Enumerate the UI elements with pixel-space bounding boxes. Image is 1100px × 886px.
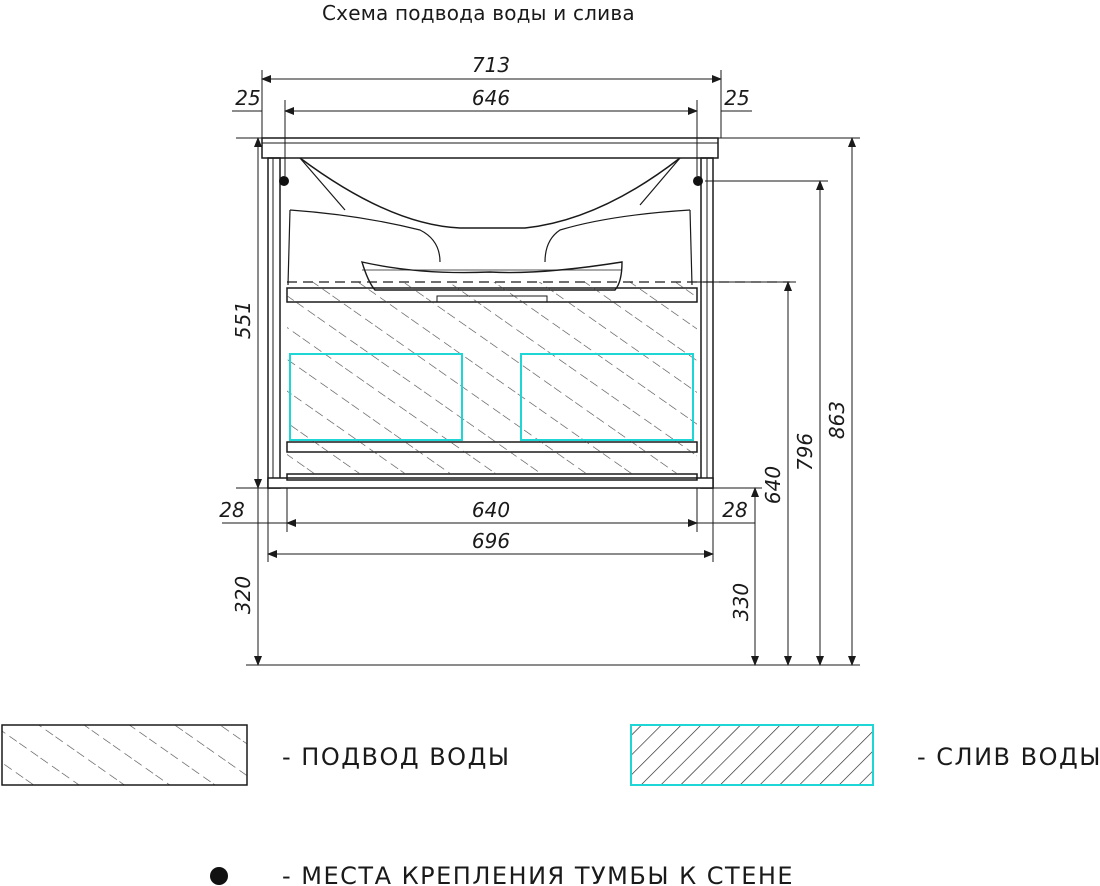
mount-point-icon bbox=[210, 867, 228, 885]
dim-top-left-offset: 25 bbox=[235, 86, 260, 110]
legend-drain-label: - СЛИВ ВОДЫ bbox=[917, 743, 1100, 771]
dim-bottom-inner-width: 640 bbox=[472, 498, 510, 522]
legend-water-supply-label: - ПОДВОД ВОДЫ bbox=[282, 743, 511, 771]
basin-bowl bbox=[299, 157, 681, 229]
basin-top bbox=[261, 137, 719, 159]
mount-point-left bbox=[279, 176, 289, 186]
drain-zones bbox=[289, 353, 694, 441]
legend: - ПОДВОД ВОДЫ - СЛИВ ВОДЫ - МЕСТА КРЕПЛЕ… bbox=[1, 724, 1100, 886]
diagram-title: Схема подвода воды и слива bbox=[322, 1, 635, 25]
water-supply-zone bbox=[287, 281, 790, 474]
mount-point-right bbox=[693, 176, 703, 186]
dim-total-height: 863 bbox=[825, 401, 849, 439]
drain-zone-left bbox=[289, 353, 463, 441]
legend-water-supply: - ПОДВОД ВОДЫ bbox=[1, 724, 511, 786]
dim-floor-left: 320 bbox=[231, 576, 255, 614]
dimension-labels: 713 646 25 25 640 28 28 696 551 320 640 … bbox=[219, 53, 849, 621]
drain-zone-right bbox=[520, 353, 694, 441]
dim-inner-top-width: 646 bbox=[472, 86, 510, 110]
dim-bottom-right-offset: 28 bbox=[722, 498, 747, 522]
legend-mount-points: - МЕСТА КРЕПЛЕНИЯ ТУМБЫ К СТЕНЕ bbox=[210, 862, 794, 886]
dim-drain-height: 330 bbox=[729, 583, 753, 621]
drain-swatch bbox=[630, 724, 874, 786]
legend-mount-points-label: - МЕСТА КРЕПЛЕНИЯ ТУМБЫ К СТЕНЕ bbox=[282, 862, 794, 886]
water-supply-swatch bbox=[1, 724, 248, 786]
dim-mount-height: 796 bbox=[793, 433, 817, 471]
dim-left-height: 551 bbox=[231, 301, 255, 339]
left-side-panel bbox=[267, 157, 281, 489]
dimension-lines bbox=[222, 70, 860, 666]
dim-water-supply-height: 640 bbox=[761, 466, 785, 504]
dim-overall-width: 713 bbox=[472, 53, 510, 77]
dim-top-right-offset: 25 bbox=[724, 86, 749, 110]
legend-drain: - СЛИВ ВОДЫ bbox=[630, 724, 1100, 786]
dim-bottom-width: 696 bbox=[472, 529, 510, 553]
dim-bottom-left-offset: 28 bbox=[219, 498, 244, 522]
